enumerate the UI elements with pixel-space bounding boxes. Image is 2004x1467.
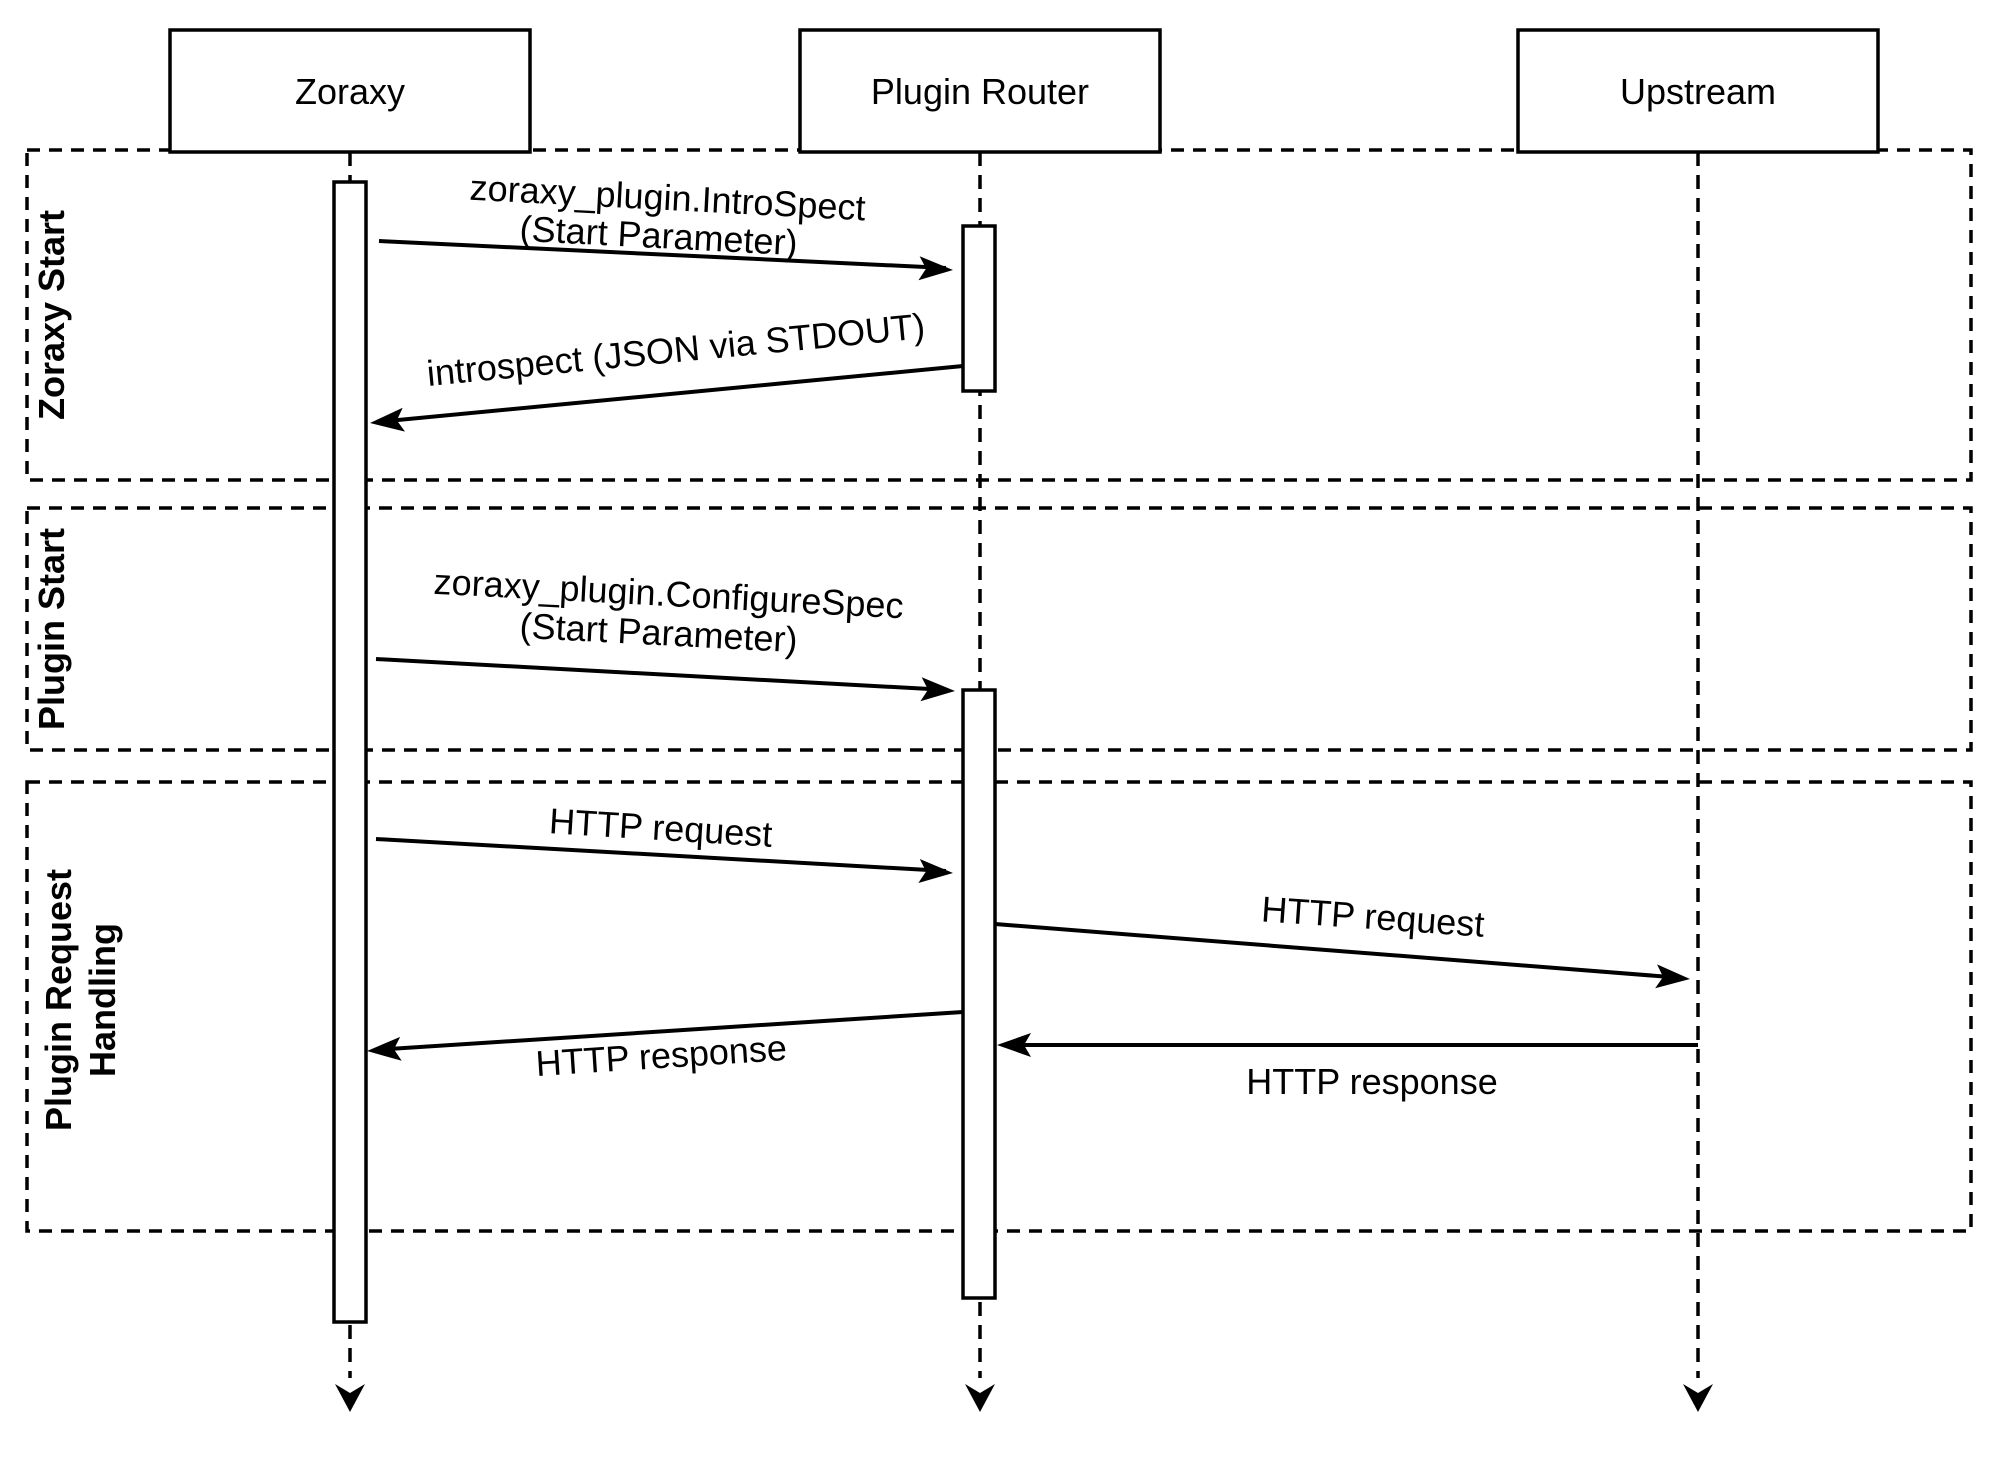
participants: Zoraxy Plugin Router Upstream xyxy=(168,28,1880,154)
lifeline-end-arrow-icon xyxy=(335,1384,365,1412)
activation-bar-plugin-router-2 xyxy=(961,688,997,1300)
activation-bars xyxy=(332,180,997,1324)
message-line xyxy=(378,239,947,270)
message-line xyxy=(375,837,947,873)
lifeline-end-arrow-icon xyxy=(1683,1384,1713,1412)
section-label-plugin-request-handling-line2: Handling xyxy=(82,923,123,1077)
section-frame-plugin-request-handling xyxy=(25,780,1973,1233)
message-arrowhead-icon xyxy=(367,1036,402,1061)
participant-box-upstream xyxy=(1516,28,1880,154)
participant-box-plugin-router xyxy=(798,28,1162,154)
message-line xyxy=(994,922,1684,980)
message-arrowhead-icon xyxy=(918,256,953,281)
message-arrowhead-icon xyxy=(370,407,405,432)
message-arrowhead-icon xyxy=(920,677,955,702)
participant-label-plugin-router: Plugin Router xyxy=(871,71,1089,112)
section-frame-plugin-start xyxy=(25,506,1973,752)
message-line xyxy=(376,364,964,424)
message-arrowhead-icon xyxy=(997,1033,1031,1057)
participant-box-zoraxy xyxy=(168,28,532,154)
activation-bar-zoraxy xyxy=(332,180,368,1324)
participant-label-zoraxy: Zoraxy xyxy=(295,71,405,112)
section-label-zoraxy-start: Zoraxy Start xyxy=(31,210,72,420)
activation-bar-plugin-router-1 xyxy=(961,224,997,393)
message-line xyxy=(375,657,949,692)
section-label-plugin-request-handling-line1: Plugin Request xyxy=(38,869,79,1131)
section-labels: Zoraxy Start Plugin Start Plugin Request… xyxy=(31,210,123,1131)
participant-label-upstream: Upstream xyxy=(1620,71,1776,112)
section-label-plugin-start: Plugin Start xyxy=(31,528,72,730)
message-line xyxy=(373,1010,964,1052)
lifeline-end-arrow-icon xyxy=(965,1384,995,1412)
message-arrowhead-icon xyxy=(1655,964,1690,989)
message-label: HTTP response xyxy=(1246,1061,1497,1102)
message-arrowhead-icon xyxy=(918,859,953,883)
message-http-response-upstream-to-plugin: HTTP response xyxy=(997,1033,1698,1102)
